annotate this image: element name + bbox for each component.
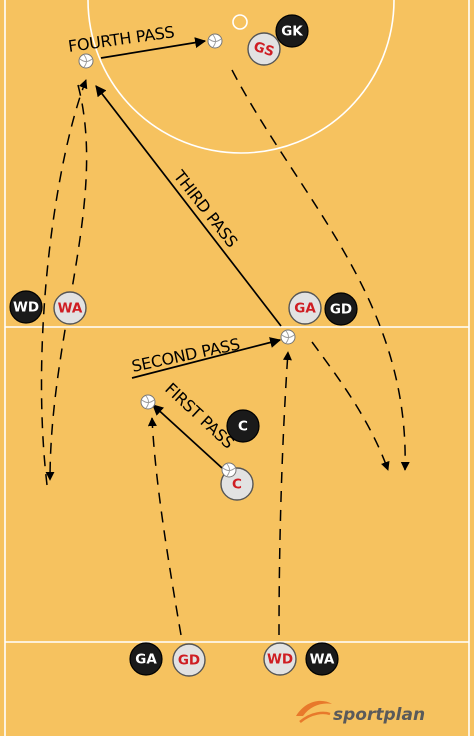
player-label: GD — [178, 653, 200, 669]
sportplan-logo: sportplan — [296, 700, 425, 725]
player-label: WA — [58, 301, 83, 317]
run-gd-up — [147, 417, 182, 636]
logo-text: sportplan — [333, 705, 425, 725]
netball-icon — [140, 394, 156, 410]
player-label: GD — [330, 302, 352, 318]
player-disc — [263, 642, 297, 676]
goal-post-ring — [232, 14, 248, 30]
player-token-gd-mid: GD — [324, 292, 358, 326]
player-token-gk-top: GK — [275, 14, 309, 48]
player-disc — [324, 292, 358, 326]
fourth-pass-line — [100, 37, 207, 59]
player-disc — [247, 32, 281, 66]
netball-icon — [207, 33, 223, 49]
player-label: WD — [267, 652, 293, 668]
run-wd-down-left — [45, 84, 88, 481]
player-runs — [40, 69, 410, 636]
third-pass-line — [95, 85, 282, 327]
run-gs-down-right — [231, 69, 410, 471]
player-label: C — [238, 419, 248, 435]
player-label: GA — [135, 652, 157, 668]
passes — [95, 37, 282, 469]
player-disc — [226, 409, 260, 443]
player-label: C — [232, 477, 242, 493]
run-wa-up-left — [40, 79, 88, 486]
player-label: GK — [281, 24, 303, 40]
second-pass-line — [131, 337, 282, 379]
player-label: GS — [251, 39, 276, 61]
sportplan-swoosh-icon — [296, 700, 332, 723]
court-markings — [4, 0, 470, 736]
netball-icon — [78, 53, 94, 69]
player-token-wa-bottom: WA — [305, 642, 339, 676]
player-label: WD — [13, 300, 39, 316]
player-token-wd-left: WD — [9, 290, 43, 324]
player-disc — [172, 643, 206, 677]
player-token-wd-bottom: WD — [263, 642, 297, 676]
player-token-c-dark: C — [226, 409, 260, 443]
player-token-gs-top: GS — [247, 32, 281, 66]
player-disc — [275, 14, 309, 48]
player-disc — [9, 290, 43, 324]
player-disc — [305, 642, 339, 676]
player-label: WA — [310, 652, 335, 668]
netball-icon — [221, 462, 237, 478]
player-token-gd-bottom: GD — [172, 643, 206, 677]
player-disc — [288, 291, 322, 325]
run-wd-up — [278, 351, 292, 636]
netball-icon — [280, 329, 296, 345]
player-label: GA — [294, 301, 316, 317]
players-layer: GK GS WD WA GA GD C C GA GD WD WA — [9, 14, 358, 677]
player-disc — [129, 642, 163, 676]
player-token-wa-left: WA — [53, 291, 87, 325]
player-disc — [53, 291, 87, 325]
player-token-ga-bottom: GA — [129, 642, 163, 676]
player-token-ga-mid: GA — [288, 291, 322, 325]
balls-layer — [78, 33, 296, 478]
goal-circle — [87, 0, 395, 154]
first-pass-line — [152, 404, 223, 469]
